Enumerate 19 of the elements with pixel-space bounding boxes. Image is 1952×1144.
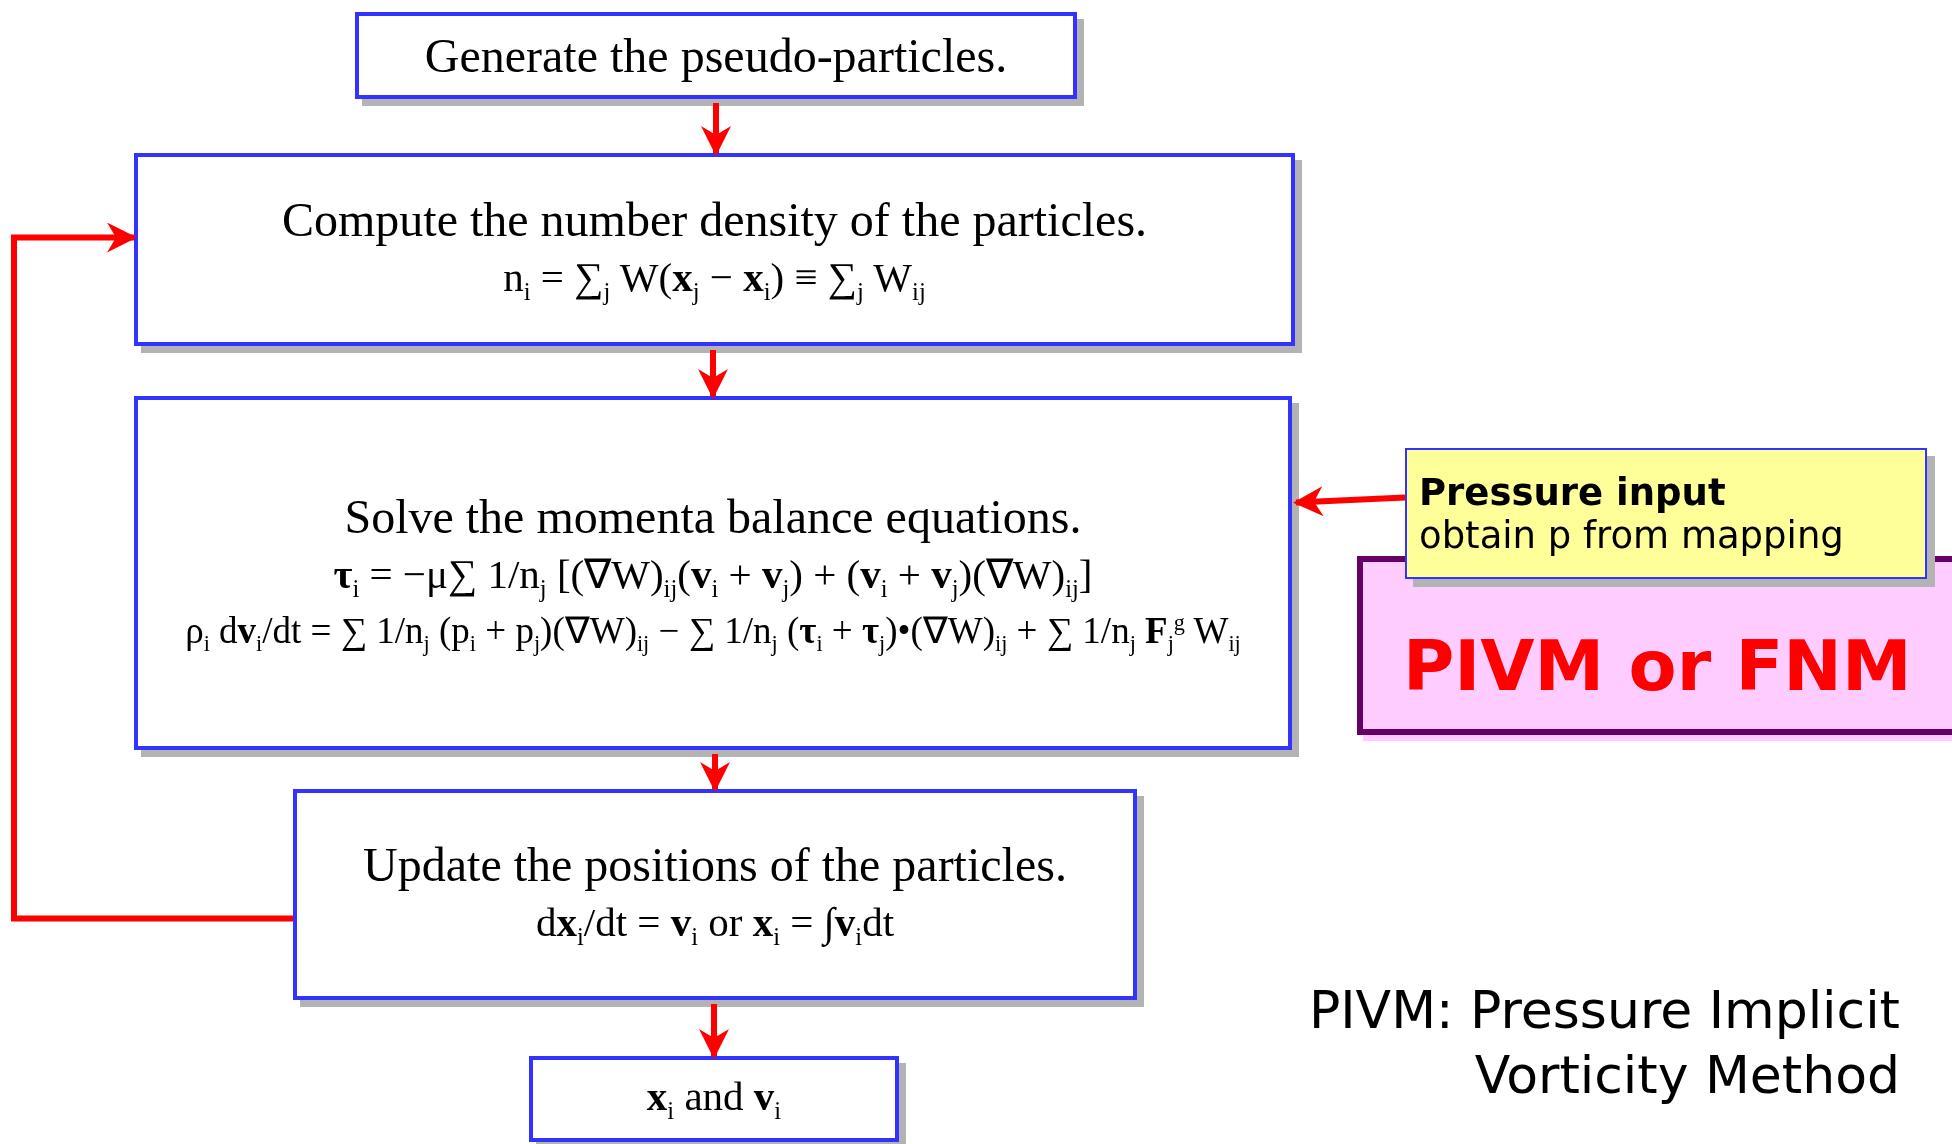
step-title: Generate the pseudo-particles. (424, 28, 1008, 83)
step-title: Solve the momenta balance equations. (344, 488, 1082, 544)
arrow (699, 1004, 729, 1059)
note-text: obtain p from mapping (1419, 513, 1844, 557)
equation: dx$_{i}$/dt = v$_{i}$ or x$_{i}$ = ∫v$_{i}$dt (535, 898, 895, 952)
arrow (700, 754, 730, 792)
method-title: PIVM or FNM (1403, 623, 1912, 707)
equation: x$_{i}$ and v$_{i}$ (646, 1072, 782, 1126)
equation: τ$_{i}$ = −μ∑ 1/n$_{j}$ [(∇W)$_{ij}$(v$_{i}$ + v$_{j}$) + (v$_{i}$ + v$_{j}$)(∇W)$_{ij}$] (333, 549, 1093, 603)
step-title: Compute the number density of the particles. (281, 192, 1148, 248)
step-title: Update the positions of the particles. (363, 837, 1067, 893)
note-text: PIVM: Pressure Implicit Vorticity Method (1307, 979, 1900, 1107)
arrow (1293, 486, 1406, 517)
arrow (698, 350, 728, 399)
equation: n$_{i}$ = ∑$_{j}$ W(x$_{j}$ − x$_{i}$) ≡ ∑$_{j}$ W$_{ij}$ (503, 253, 926, 307)
equation: ρ$_{i}$ dv$_{i}$/dt = ∑ 1/n$_{j}$ (p$_{i}$ + p$_{j}$)(∇W)$_{ij}$ − ∑ 1/n$_{j}$ (τ$_{i}$ + τ$_{j}$)•(∇W)$_{ij}$ + ∑ 1/n$_{j}$ F$_{j}$$^{g}$ W$_{ij}$ (185, 608, 1241, 658)
arrow (701, 103, 731, 156)
arrow (11, 222, 293, 922)
note-heading: Pressure input (1419, 470, 1726, 514)
